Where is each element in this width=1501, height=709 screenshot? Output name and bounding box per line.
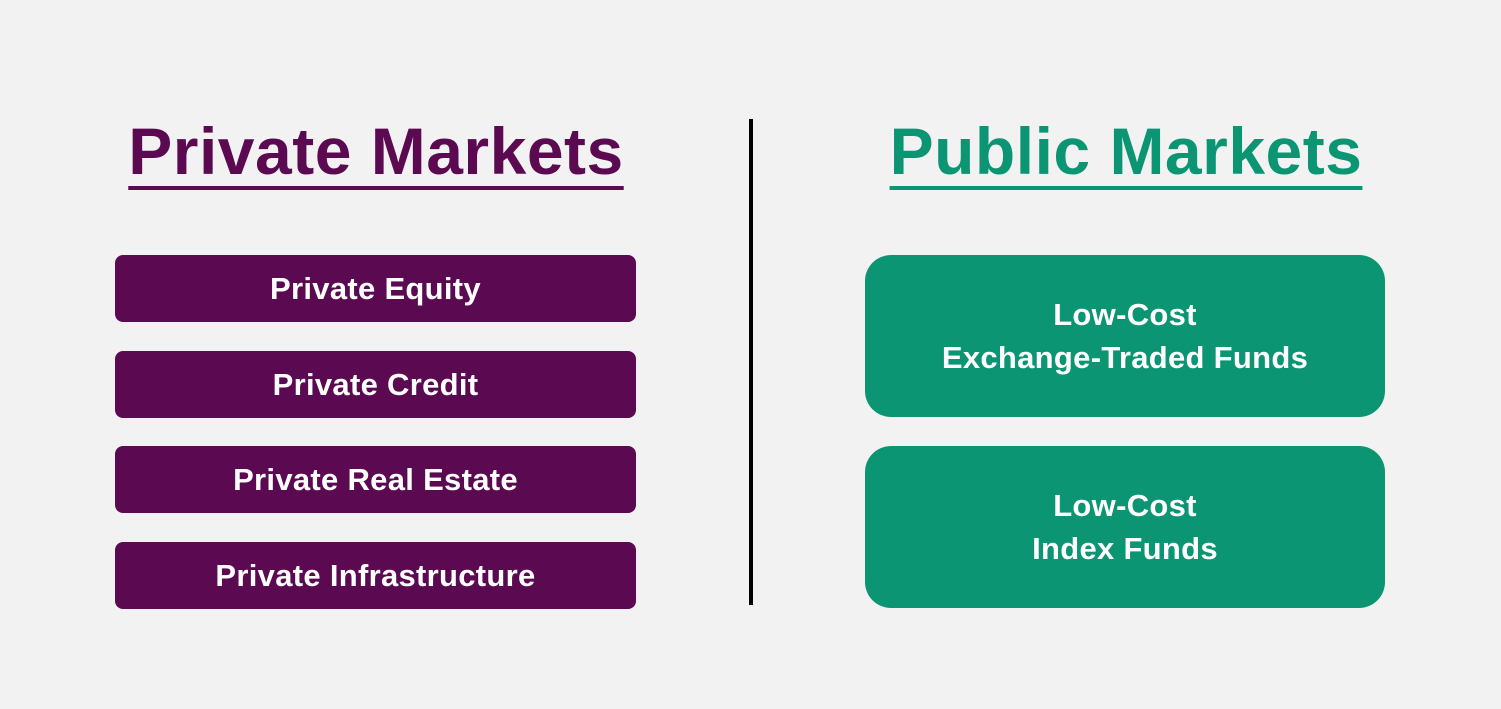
box-label: Private Equity — [270, 270, 481, 306]
box-label-line1: Low-Cost — [1053, 488, 1197, 523]
private-real-estate-box: Private Real Estate — [115, 446, 636, 513]
vertical-divider — [749, 119, 753, 605]
box-label-line2: Exchange-Traded Funds — [941, 340, 1309, 375]
private-credit-box: Private Credit — [115, 351, 636, 418]
box-label: Private Infrastructure — [215, 557, 536, 593]
private-markets-heading: Private Markets — [128, 114, 624, 188]
private-equity-box: Private Equity — [115, 255, 636, 322]
public-markets-heading: Public Markets — [889, 114, 1363, 188]
private-infrastructure-box: Private Infrastructure — [115, 542, 636, 609]
box-label: Private Credit — [272, 366, 479, 402]
box-label-line1: Low-Cost — [1053, 297, 1197, 332]
box-label-line2: Index Funds — [1032, 531, 1218, 566]
low-cost-etf-box: Low-Cost Exchange-Traded Funds — [865, 255, 1385, 417]
low-cost-index-funds-box: Low-Cost Index Funds — [865, 446, 1385, 608]
box-label: Private Real Estate — [233, 461, 518, 497]
